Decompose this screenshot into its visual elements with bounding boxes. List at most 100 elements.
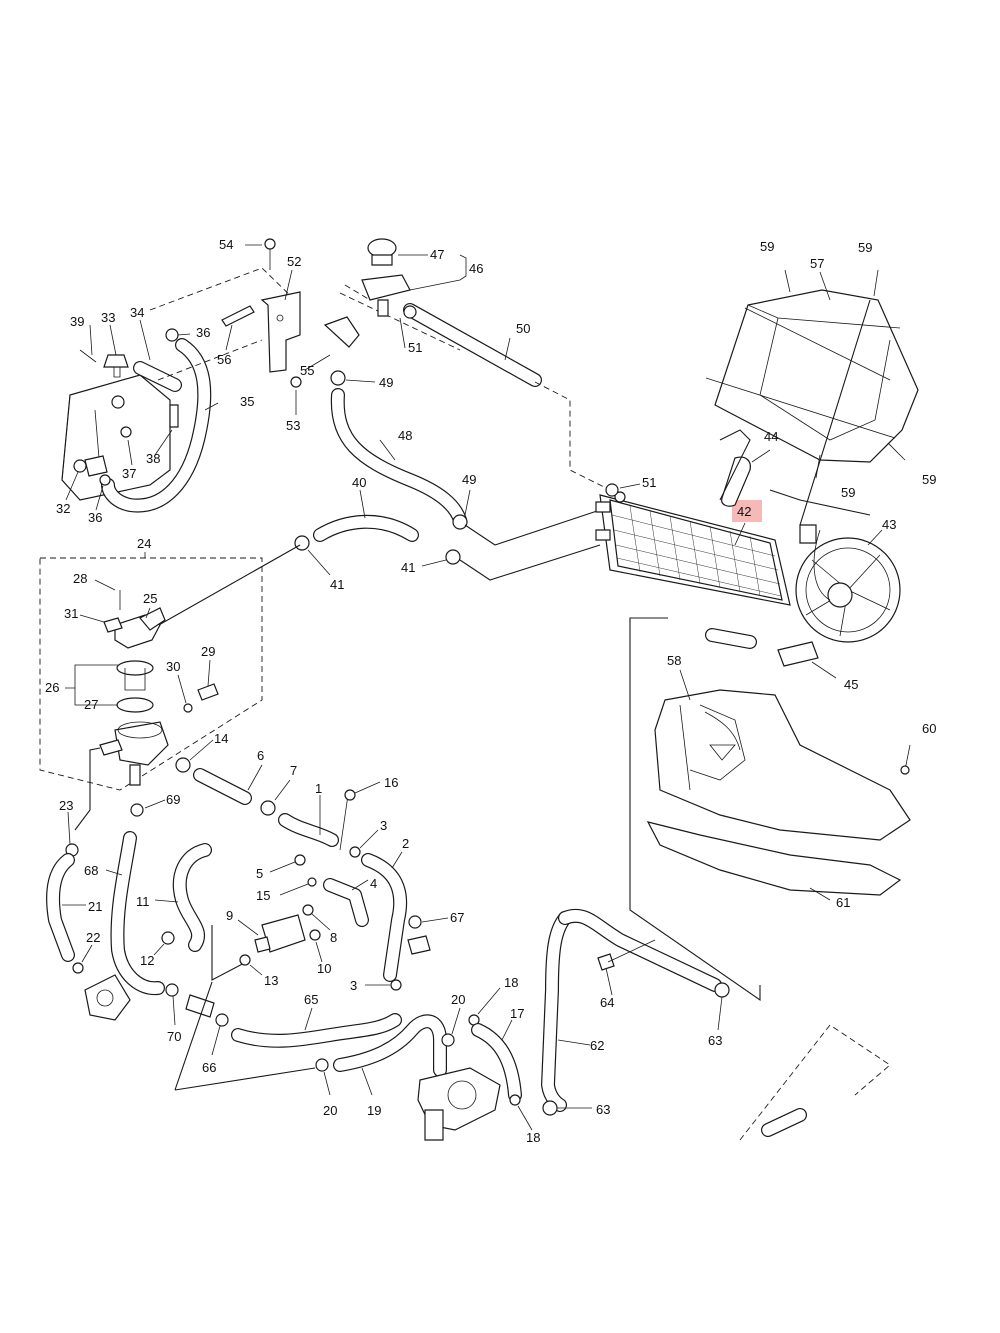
bracket-56 bbox=[221, 305, 255, 327]
hose-21 bbox=[46, 853, 75, 962]
thermostat-cover-25 bbox=[114, 607, 166, 649]
leader-17 bbox=[501, 1019, 513, 1041]
label-70: 70 bbox=[167, 1029, 181, 1044]
label-55: 55 bbox=[300, 363, 314, 378]
leader-57 bbox=[819, 271, 831, 301]
bracket-52 bbox=[260, 291, 301, 373]
leader-22 bbox=[81, 944, 93, 963]
screw-59a bbox=[784, 269, 791, 293]
leader-41a bbox=[307, 549, 331, 576]
bolt-16-head bbox=[344, 789, 356, 801]
label-56: 56 bbox=[217, 352, 231, 367]
label-49b: 49 bbox=[462, 472, 476, 487]
clamp-63b bbox=[542, 1100, 558, 1116]
clip-64 bbox=[597, 953, 615, 971]
radiator-42 bbox=[595, 491, 791, 649]
leader-43 bbox=[867, 529, 883, 546]
label-43: 43 bbox=[882, 517, 896, 532]
assembly-line-cap bbox=[339, 284, 461, 351]
label-4: 4 bbox=[370, 876, 377, 891]
clamp-41a bbox=[294, 535, 310, 551]
label-22: 22 bbox=[86, 930, 100, 945]
label-19: 19 bbox=[367, 1103, 381, 1118]
pipe-4 bbox=[323, 878, 369, 927]
label-7: 7 bbox=[290, 763, 297, 778]
leader-26-27 bbox=[65, 664, 118, 706]
clamp-3a bbox=[349, 846, 361, 858]
leader-51b bbox=[619, 483, 641, 489]
label-1: 1 bbox=[315, 781, 322, 796]
label-9: 9 bbox=[226, 908, 233, 923]
label-3b: 3 bbox=[350, 978, 357, 993]
leader-12 bbox=[153, 943, 165, 956]
leader-7 bbox=[274, 779, 291, 801]
clamp-14 bbox=[175, 757, 191, 773]
leader-45 bbox=[811, 661, 837, 679]
leader-64 bbox=[605, 967, 613, 996]
hose-end-lower bbox=[761, 1108, 807, 1137]
assembly-line-thermostat bbox=[149, 544, 301, 631]
label-45: 45 bbox=[844, 677, 858, 692]
leader-5 bbox=[269, 861, 296, 873]
part-labels: 1 2 3 3 4 5 6 7 8 9 10 11 12 13 14 15 16… bbox=[45, 237, 936, 1145]
hose-11 bbox=[172, 843, 212, 952]
screw-59b bbox=[873, 269, 879, 297]
label-65: 65 bbox=[304, 992, 318, 1007]
clamp-3b bbox=[390, 979, 402, 991]
leader-lines-reservoir bbox=[65, 319, 219, 511]
label-54: 54 bbox=[219, 237, 233, 252]
hose-6 bbox=[193, 768, 252, 805]
label-12: 12 bbox=[140, 953, 154, 968]
label-8: 8 bbox=[330, 930, 337, 945]
leader-29 bbox=[207, 659, 211, 687]
label-59d: 59 bbox=[922, 472, 936, 487]
label-39: 39 bbox=[70, 314, 84, 329]
label-60: 60 bbox=[922, 721, 936, 736]
leader-49a bbox=[345, 379, 376, 383]
leader-63a bbox=[717, 996, 723, 1031]
clamp-22 bbox=[72, 962, 84, 974]
clip-64-rod bbox=[607, 939, 656, 963]
grommet-32 bbox=[73, 459, 87, 473]
label-18b: 18 bbox=[526, 1130, 540, 1145]
hose-end-67 bbox=[407, 935, 431, 955]
label-42: 42 bbox=[737, 504, 751, 519]
clamp-66 bbox=[215, 1013, 229, 1027]
clamp-51a bbox=[403, 305, 417, 319]
assembly-line-63 bbox=[739, 1024, 891, 1141]
label-15: 15 bbox=[256, 888, 270, 903]
label-11: 11 bbox=[136, 894, 150, 909]
leader-49b bbox=[464, 489, 471, 516]
label-62: 62 bbox=[590, 1038, 604, 1053]
assembly-line-50 bbox=[534, 381, 611, 491]
label-58: 58 bbox=[667, 653, 681, 668]
radiator-cap-47 bbox=[367, 238, 397, 266]
air-duct-58 bbox=[654, 689, 911, 841]
fan-43 bbox=[795, 524, 901, 643]
leader-48 bbox=[379, 439, 396, 461]
leader-70 bbox=[172, 995, 176, 1026]
label-20b: 20 bbox=[451, 992, 465, 1007]
label-63b: 63 bbox=[596, 1102, 610, 1117]
fitting-9 bbox=[254, 914, 306, 953]
label-13: 13 bbox=[264, 973, 278, 988]
label-51a: 51 bbox=[408, 340, 422, 355]
clamp-8 bbox=[302, 904, 314, 916]
leader-67 bbox=[421, 917, 449, 923]
label-18a: 18 bbox=[504, 975, 518, 990]
water-pump bbox=[417, 1067, 501, 1141]
leader-25 bbox=[145, 607, 151, 619]
clamp-70 bbox=[165, 983, 179, 997]
label-38: 38 bbox=[146, 451, 160, 466]
leader-30 bbox=[177, 674, 187, 704]
clamp-7 bbox=[260, 800, 276, 816]
hose-guide-44 bbox=[721, 456, 751, 507]
thermostat-housing bbox=[99, 721, 169, 786]
clamp-15 bbox=[307, 877, 317, 887]
leader-44 bbox=[751, 449, 771, 463]
label-24: 24 bbox=[137, 536, 151, 551]
assembly-line-shroud bbox=[719, 299, 871, 526]
overflow-hose-35 bbox=[101, 338, 212, 513]
hose-19 bbox=[333, 1014, 447, 1077]
screw-60-head bbox=[900, 765, 910, 775]
